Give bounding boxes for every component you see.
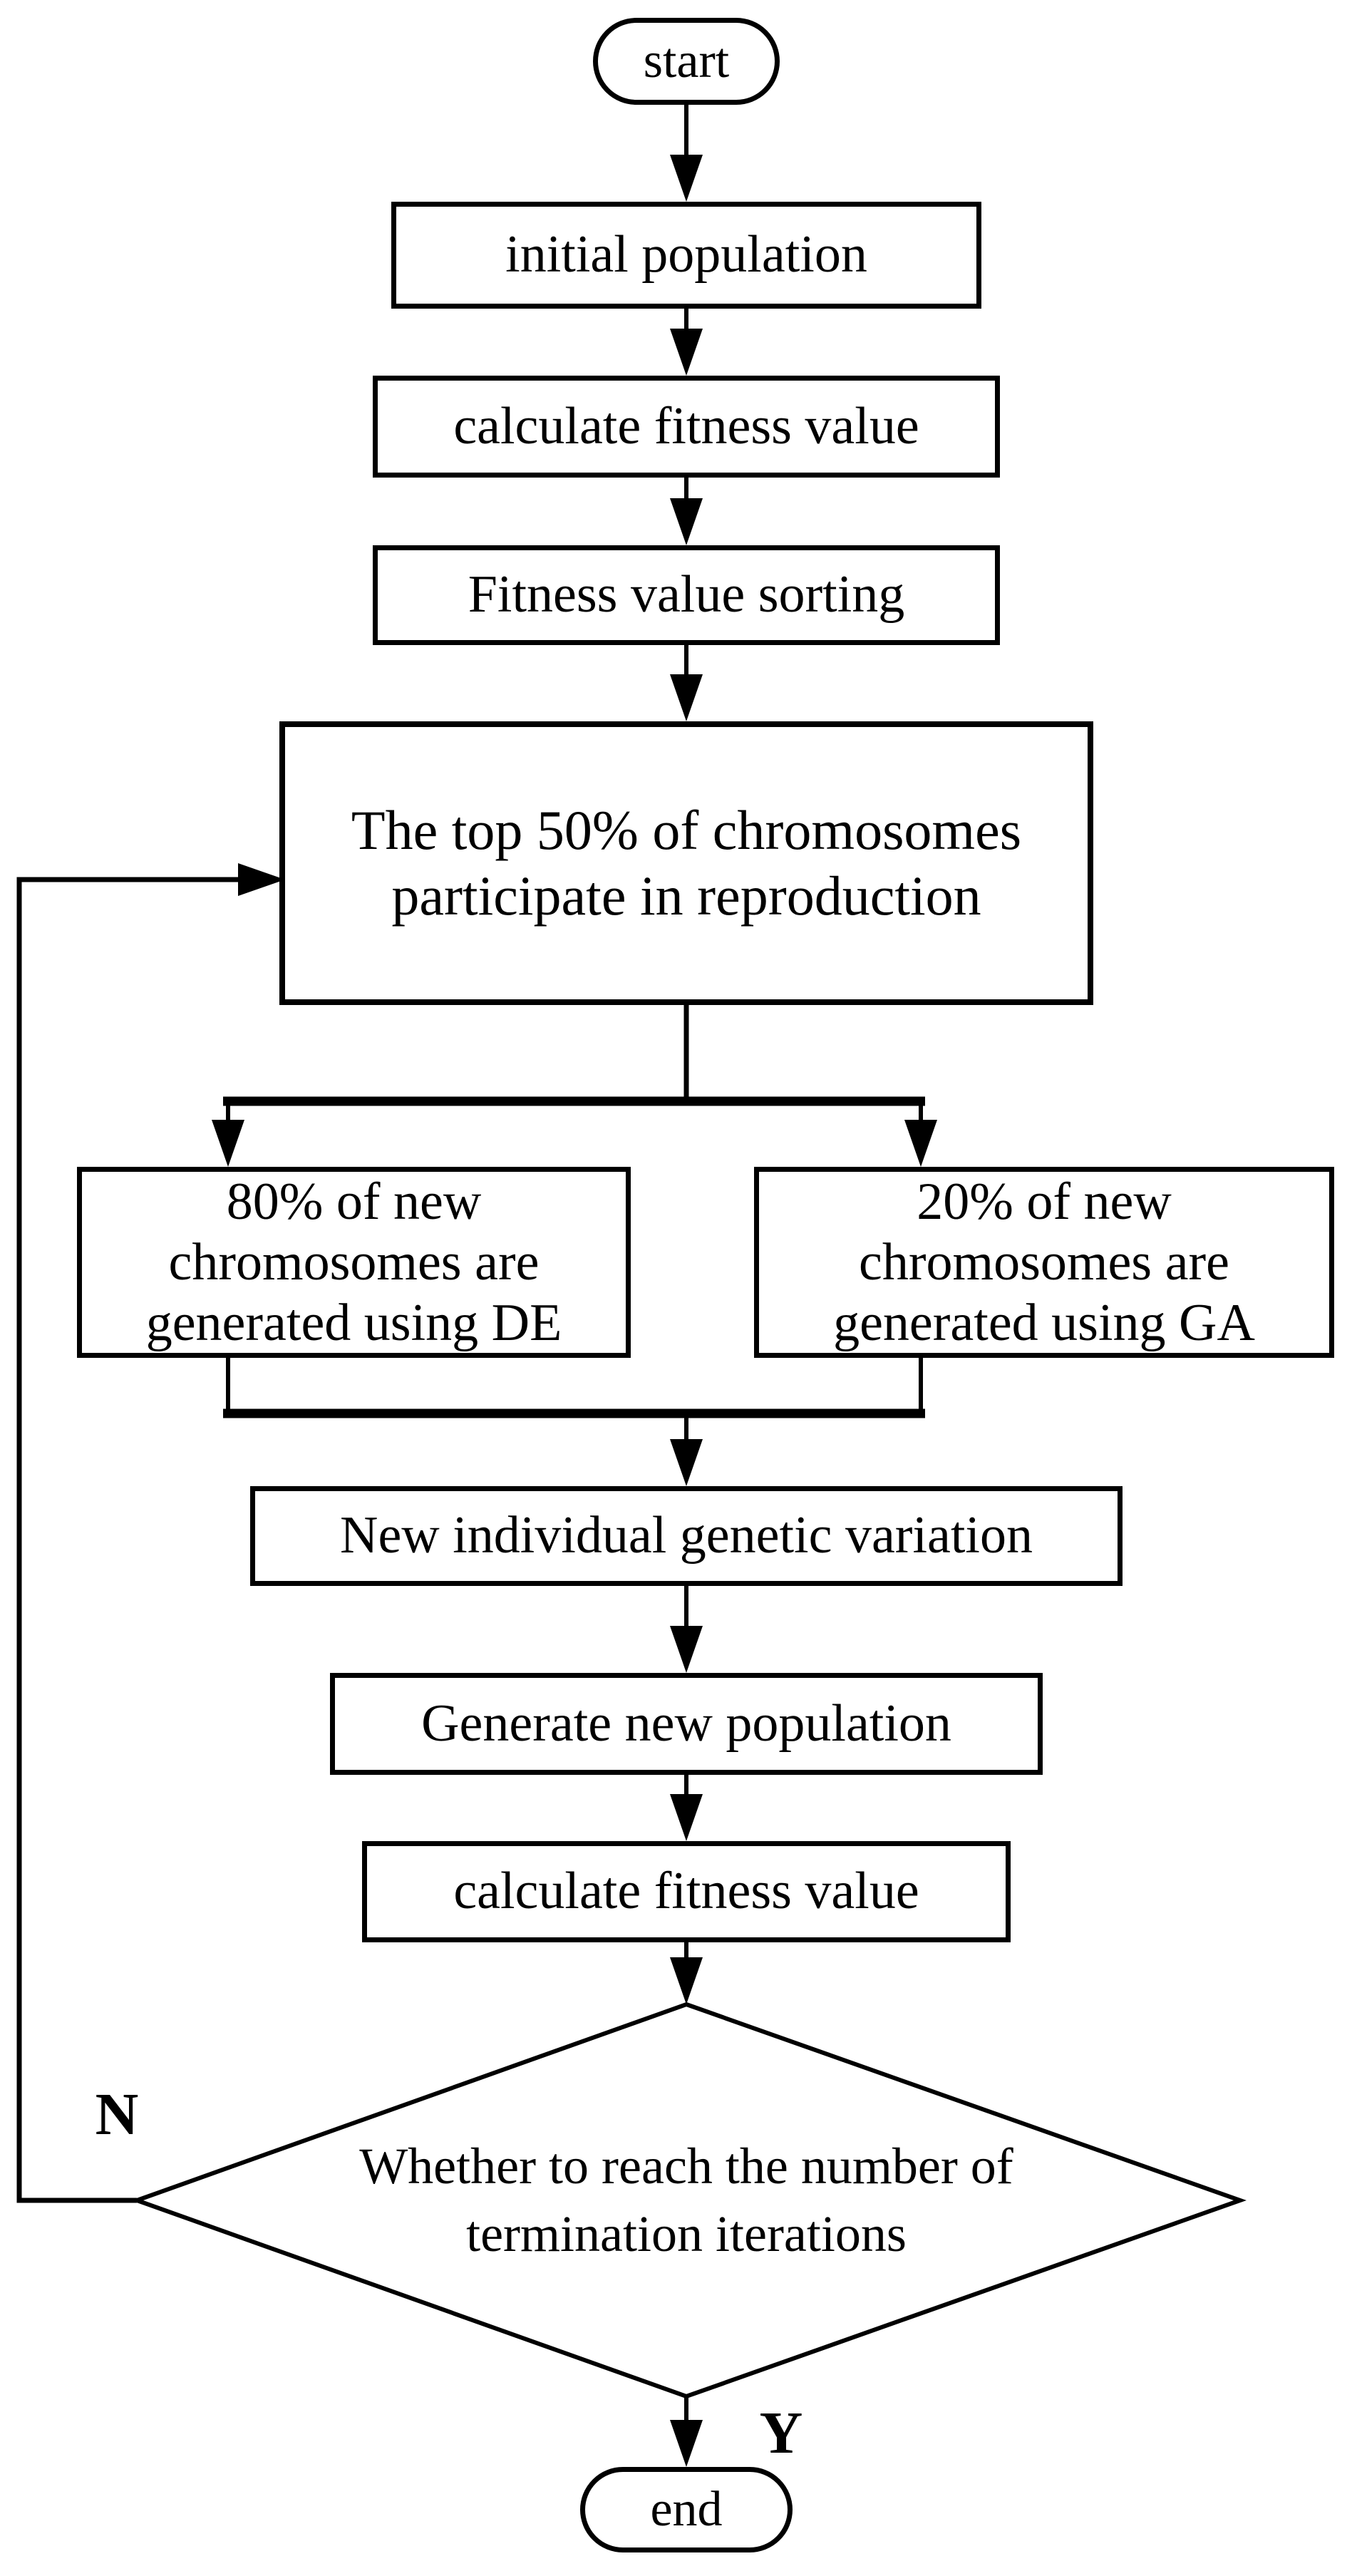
- node-end: end: [580, 2467, 793, 2552]
- arrowhead-split-de80: [212, 1120, 244, 1167]
- arrowhead-newpop-calc2: [670, 1794, 703, 1841]
- node-calculate-fitness-1: calculate fitness value: [373, 376, 1000, 478]
- arrowhead-merge-variation: [670, 1439, 703, 1486]
- arrowhead-split-ga20: [904, 1120, 937, 1167]
- arrowhead-variation-newpop: [670, 1626, 703, 1673]
- node-genetic-variation: New individual genetic variation: [250, 1486, 1123, 1586]
- arrowhead-decision-end: [670, 2420, 703, 2467]
- edge-label-yes: Y: [759, 2400, 803, 2466]
- node-de-80: 80% of new chromosomes are generated usi…: [77, 1167, 631, 1358]
- arrowhead-start-initial: [670, 155, 703, 202]
- loop-no-path: [16, 877, 242, 2203]
- edge-label-no: N: [95, 2081, 139, 2148]
- node-top50-reproduction: The top 50% of chromosomes participate i…: [279, 721, 1093, 1005]
- node-ga-20: 20% of new chromosomes are generated usi…: [754, 1167, 1334, 1358]
- arrowhead-initial-calc1: [670, 329, 703, 376]
- arrowhead-calc2-decision: [670, 1957, 703, 2004]
- decision-label: Whether to reach the number of terminati…: [359, 2138, 1013, 2262]
- node-calculate-fitness-2: calculate fitness value: [362, 1841, 1011, 1942]
- node-initial-population: initial population: [391, 202, 981, 309]
- arrowhead-loop-no: [238, 863, 285, 896]
- node-fitness-sorting: Fitness value sorting: [373, 545, 1000, 645]
- node-generate-population: Generate new population: [330, 1673, 1043, 1775]
- node-start: start: [593, 18, 780, 105]
- arrowhead-sorting-top50: [670, 674, 703, 721]
- arrowhead-calc1-sorting: [670, 498, 703, 545]
